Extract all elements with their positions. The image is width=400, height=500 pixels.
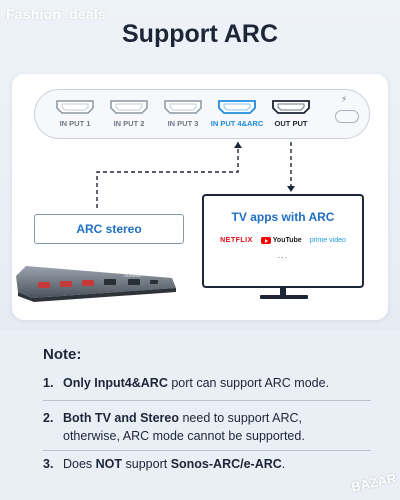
divider (43, 400, 371, 401)
divider (43, 450, 371, 451)
port-label-input-3: IN PUT 3 (167, 119, 199, 128)
hdmi-arc-port-icon (217, 99, 257, 115)
app-logos: NETFLIX YouTube prime video (204, 237, 362, 244)
notes-title: Note: (43, 346, 82, 363)
prime-video-logo: prime video (309, 237, 346, 244)
notes-section: Note: 1. Only Input4&ARC port can support… (0, 330, 400, 500)
note-bold-text: Only Input4&ARC (63, 376, 168, 390)
note-item-3: 3. Does NOT support Sonos-ARC/e-ARC. (43, 455, 285, 473)
page-title: Support ARC (122, 20, 278, 48)
power-bolt-icon: ⚡ (341, 94, 348, 104)
watermark-text: Fashion_deals (6, 6, 106, 22)
note-item-2: 2. Both TV and Stereo need to support ARC… (43, 409, 305, 445)
device-brand-text: UGREEN (124, 273, 141, 278)
port-label-input-4-arc: IN PUT 4&ARC (210, 119, 264, 128)
netflix-logo: NETFLIX (220, 237, 253, 244)
hdmi-port-icon (55, 99, 95, 115)
port-label-input-1: IN PUT 1 (59, 119, 91, 128)
note-text: Does (63, 457, 96, 471)
note-text: support (122, 457, 171, 471)
note-bold-text: Both TV and Stereo (63, 411, 179, 425)
tv-stand-neck (280, 288, 286, 296)
hdmi-port-icon (109, 99, 149, 115)
youtube-logo-text: YouTube (272, 237, 302, 244)
note-text: need to support ARC, (178, 411, 302, 425)
arc-stereo-label: ARC stereo (34, 214, 184, 244)
note-item-1: 1. Only Input4&ARC port can support ARC m… (43, 374, 329, 392)
note-bold-text: Sonos-ARC/e-ARC (170, 457, 282, 471)
hdmi-switch-device-image: UGREEN (16, 266, 176, 302)
switch-port-bar: IN PUT 1 IN PUT 2 IN PUT 3 IN PUT 4&ARC … (34, 89, 370, 139)
note-number: 1. (43, 376, 54, 390)
tv-screen: TV apps with ARC NETFLIX YouTube prime v… (202, 194, 364, 288)
note-text: . (281, 457, 286, 471)
usb-c-port-icon (335, 110, 359, 123)
more-apps-ellipsis: ... (277, 250, 289, 260)
note-text-line2: otherwise, ARC mode cannot be supported. (63, 429, 305, 443)
port-label-output: OUT PUT (274, 119, 308, 128)
youtube-logo: YouTube (260, 237, 302, 244)
bazar-watermark: BAZAR (349, 470, 398, 495)
note-number: 2. (43, 411, 54, 425)
port-label-input-2: IN PUT 2 (113, 119, 145, 128)
note-number: 3. (43, 457, 54, 471)
note-text: port can support ARC mode. (167, 376, 330, 390)
hdmi-port-icon (163, 99, 203, 115)
note-bold-text: NOT (95, 457, 123, 471)
hdmi-output-port-icon (271, 99, 311, 115)
connection-lines (96, 142, 295, 210)
tv-stand-base (260, 295, 308, 299)
youtube-play-icon (260, 237, 271, 244)
tv-title: TV apps with ARC (231, 210, 335, 224)
